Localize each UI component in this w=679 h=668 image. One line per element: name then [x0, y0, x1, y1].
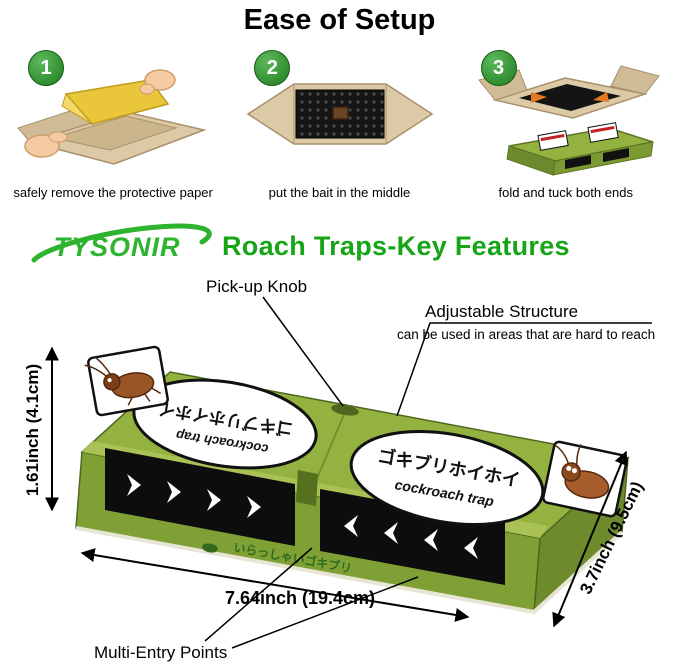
left-label-bubble: ゴキブリホイホイ cockroach trap	[132, 378, 318, 470]
fold-arrow-left-icon	[530, 92, 547, 103]
center-slot	[296, 470, 318, 506]
pickup-knob-pointer	[262, 296, 344, 407]
entry-hole-left	[105, 448, 295, 546]
step1-right-hand-icon	[139, 69, 176, 95]
multi-entry-points-label: Multi-Entry Points	[94, 643, 228, 662]
trap-diagram: ゴキブリホイホイ cockroach trap ゴキブリホイホイ cockroa…	[45, 296, 652, 649]
step-2-caption: put the bait in the middle	[268, 185, 411, 200]
step-1-number-badge: 1	[28, 50, 64, 86]
logo-swoosh-icon	[31, 223, 212, 263]
pickup-knob	[331, 404, 359, 416]
setup-title: Ease of Setup	[243, 4, 436, 36]
setup-steps: 1 safely	[0, 42, 679, 202]
step-2-number-badge: 2	[254, 50, 291, 86]
height-dimension-label: 1.61inch (4.1cm)	[23, 363, 42, 497]
step1-left-hand-icon	[24, 131, 68, 158]
features-header: TYSONIR Roach Traps-Key Features	[20, 222, 570, 270]
step-3-number-badge: 3	[480, 50, 517, 86]
brand-text: TYSONIR	[53, 232, 180, 262]
step2-bait	[332, 106, 350, 120]
entry-arrow-icons	[127, 474, 478, 559]
step-3-illustration	[477, 65, 660, 176]
right-label-bubble: ゴキブリホイホイ cockroach trap	[349, 430, 545, 526]
width-dimension-arrow	[80, 548, 470, 622]
adjustable-structure-sublabel: can be used in areas that are hard to re…	[397, 327, 656, 342]
cockroach-card-left	[84, 345, 169, 417]
adjustable-structure-label: Adjustable Structure	[425, 302, 579, 321]
step-1-caption: safely remove the protective paper	[13, 185, 213, 200]
features-heading: Roach Traps-Key Features	[222, 230, 570, 261]
dimension-arrows	[45, 346, 628, 628]
setup-step-1: 1 safely	[0, 42, 226, 202]
setup-step-2: 2 put the bait in the middle	[226, 42, 452, 202]
step-2-illustration	[247, 83, 434, 145]
step-1-illustration	[17, 69, 207, 165]
setup-step-3: 3	[453, 42, 679, 202]
width-dimension-label: 7.64inch (19.4cm)	[224, 588, 376, 608]
brand-logo: TYSONIR	[31, 223, 212, 263]
depth-dimension-arrow	[552, 450, 628, 628]
step-3-caption: fold and tuck both ends	[498, 185, 633, 200]
adjustable-structure-pointer	[396, 322, 652, 417]
fold-arrow-right-icon	[592, 92, 609, 102]
step3-folded-trap	[506, 122, 654, 176]
step3-open-box	[477, 65, 660, 119]
pickup-knob-label: Pick-up Knob	[206, 277, 308, 296]
